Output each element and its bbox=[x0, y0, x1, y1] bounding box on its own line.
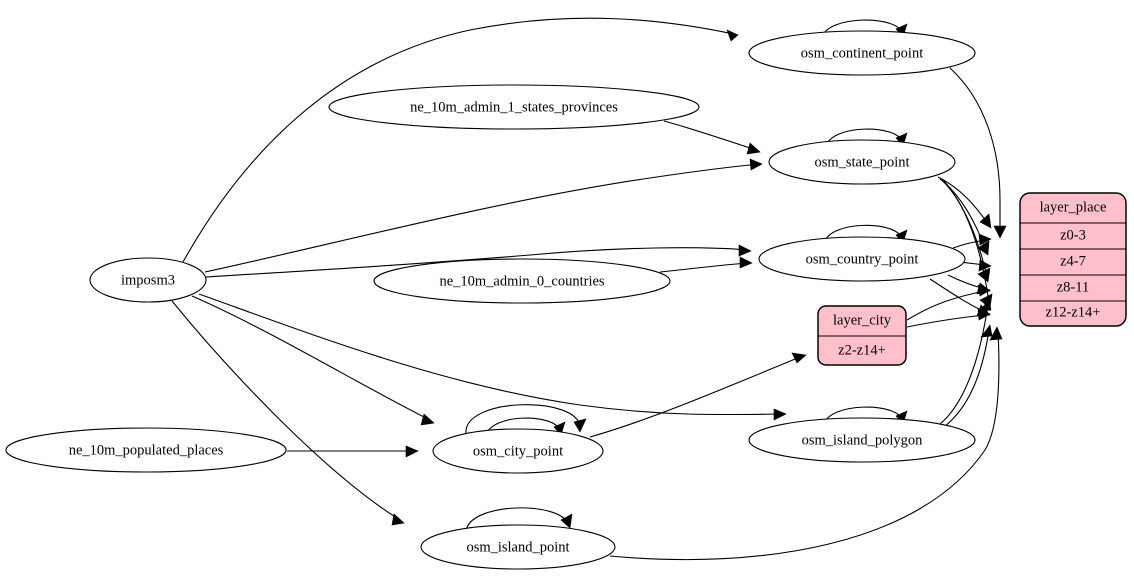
node-label-ne_10m_admin_0_countries: ne_10m_admin_0_countries bbox=[439, 273, 604, 289]
node-label-osm_city_point: osm_city_point bbox=[473, 443, 563, 459]
edge-imposm3-to-osm_country_point bbox=[205, 244, 752, 278]
node-ne_10m_admin_1_states_provinces[interactable]: ne_10m_admin_1_states_provinces bbox=[328, 84, 700, 130]
edge-osm_island_polygon-to-layer_place-z8-11 bbox=[939, 298, 992, 425]
record-cell-layer_city-z2-z14[interactable]: z2-z14+ bbox=[838, 342, 886, 358]
edge-imposm3-to-osm_city_point bbox=[191, 295, 435, 426]
record-cell-layer_place-z4-7[interactable]: z4-7 bbox=[1060, 253, 1086, 269]
record-node-layer_place[interactable]: layer_place z0-3 z4-7 z8-11 z12-z14+ bbox=[1019, 192, 1127, 327]
node-ne_10m_admin_0_countries[interactable]: ne_10m_admin_0_countries bbox=[373, 258, 671, 304]
node-label-ne_10m_admin_1_states_provinces: ne_10m_admin_1_states_provinces bbox=[410, 99, 618, 115]
edge-ne_populated-to-osm_city_point bbox=[287, 445, 419, 458]
edge-osm_state_point-to-layer_place-z0-3 bbox=[937, 176, 992, 229]
edge-layer_city-to-layer_place-z12-z14+ bbox=[906, 308, 991, 328]
node-imposm3[interactable]: imposm3 bbox=[89, 257, 207, 303]
edge-osm_continent_point-to-layer_place-z0-3 bbox=[949, 67, 1007, 239]
node-layer: imposm3 ne_10m_admin_1_states_provinces … bbox=[5, 30, 976, 570]
edge-imposm3-to-osm_island_point bbox=[171, 300, 405, 526]
edge-osm_island_point-to-layer_place-z12-z14+ bbox=[609, 326, 1003, 561]
record-cell-layer_place-z0-3[interactable]: z0-3 bbox=[1060, 227, 1086, 243]
node-label-osm_country_point: osm_country_point bbox=[806, 251, 919, 267]
node-label-ne_10m_populated_places: ne_10m_populated_places bbox=[69, 442, 224, 458]
node-label-imposm3: imposm3 bbox=[121, 272, 175, 288]
edge-self-osm_island_point bbox=[465, 507, 573, 532]
edge-self-osm_city_point-outer bbox=[465, 404, 587, 435]
edge-ne_states-to-osm_state_point bbox=[663, 120, 761, 155]
record-cell-layer_city-title: layer_city bbox=[833, 312, 892, 328]
node-label-osm_continent_point: osm_continent_point bbox=[801, 45, 923, 61]
record-node-layer_city[interactable]: layer_city z2-z14+ bbox=[817, 305, 907, 366]
record-cell-layer_place-z12-z14[interactable]: z12-z14+ bbox=[1046, 304, 1101, 320]
node-osm_island_point[interactable]: osm_island_point bbox=[420, 524, 616, 570]
edge-osm_country_point-to-layer_place-z0-3 bbox=[952, 233, 992, 249]
node-label-osm_island_polygon: osm_island_polygon bbox=[802, 432, 924, 448]
node-osm_state_point[interactable]: osm_state_point bbox=[768, 139, 956, 185]
record-cell-layer_place-z8-11[interactable]: z8-11 bbox=[1057, 279, 1089, 295]
node-osm_city_point[interactable]: osm_city_point bbox=[432, 428, 604, 474]
edge-osm_island_polygon-to-layer_place-z12-z14+ bbox=[943, 324, 993, 428]
edge-osm_city_point-to-layer_city bbox=[589, 352, 807, 438]
node-label-osm_island_point: osm_island_point bbox=[466, 539, 569, 555]
record-cell-layer_place-title: layer_place bbox=[1040, 199, 1107, 215]
node-osm_island_polygon[interactable]: osm_island_polygon bbox=[748, 417, 976, 463]
edge-layer_city-to-layer_place-z8-11 bbox=[906, 284, 991, 321]
edge-layer bbox=[171, 17, 1007, 561]
edge-imposm3-to-osm_state_point bbox=[204, 158, 763, 273]
node-label-osm_state_point: osm_state_point bbox=[814, 154, 909, 170]
edge-imposm3-to-osm_continent_point bbox=[182, 17, 739, 263]
node-osm_country_point[interactable]: osm_country_point bbox=[758, 236, 966, 282]
edge-imposm3-to-osm_island_polygon bbox=[198, 293, 787, 421]
edge-ne_countries-to-osm_country_point bbox=[659, 256, 753, 273]
node-osm_continent_point[interactable]: osm_continent_point bbox=[748, 30, 976, 76]
node-ne_10m_populated_places[interactable]: ne_10m_populated_places bbox=[5, 427, 287, 473]
